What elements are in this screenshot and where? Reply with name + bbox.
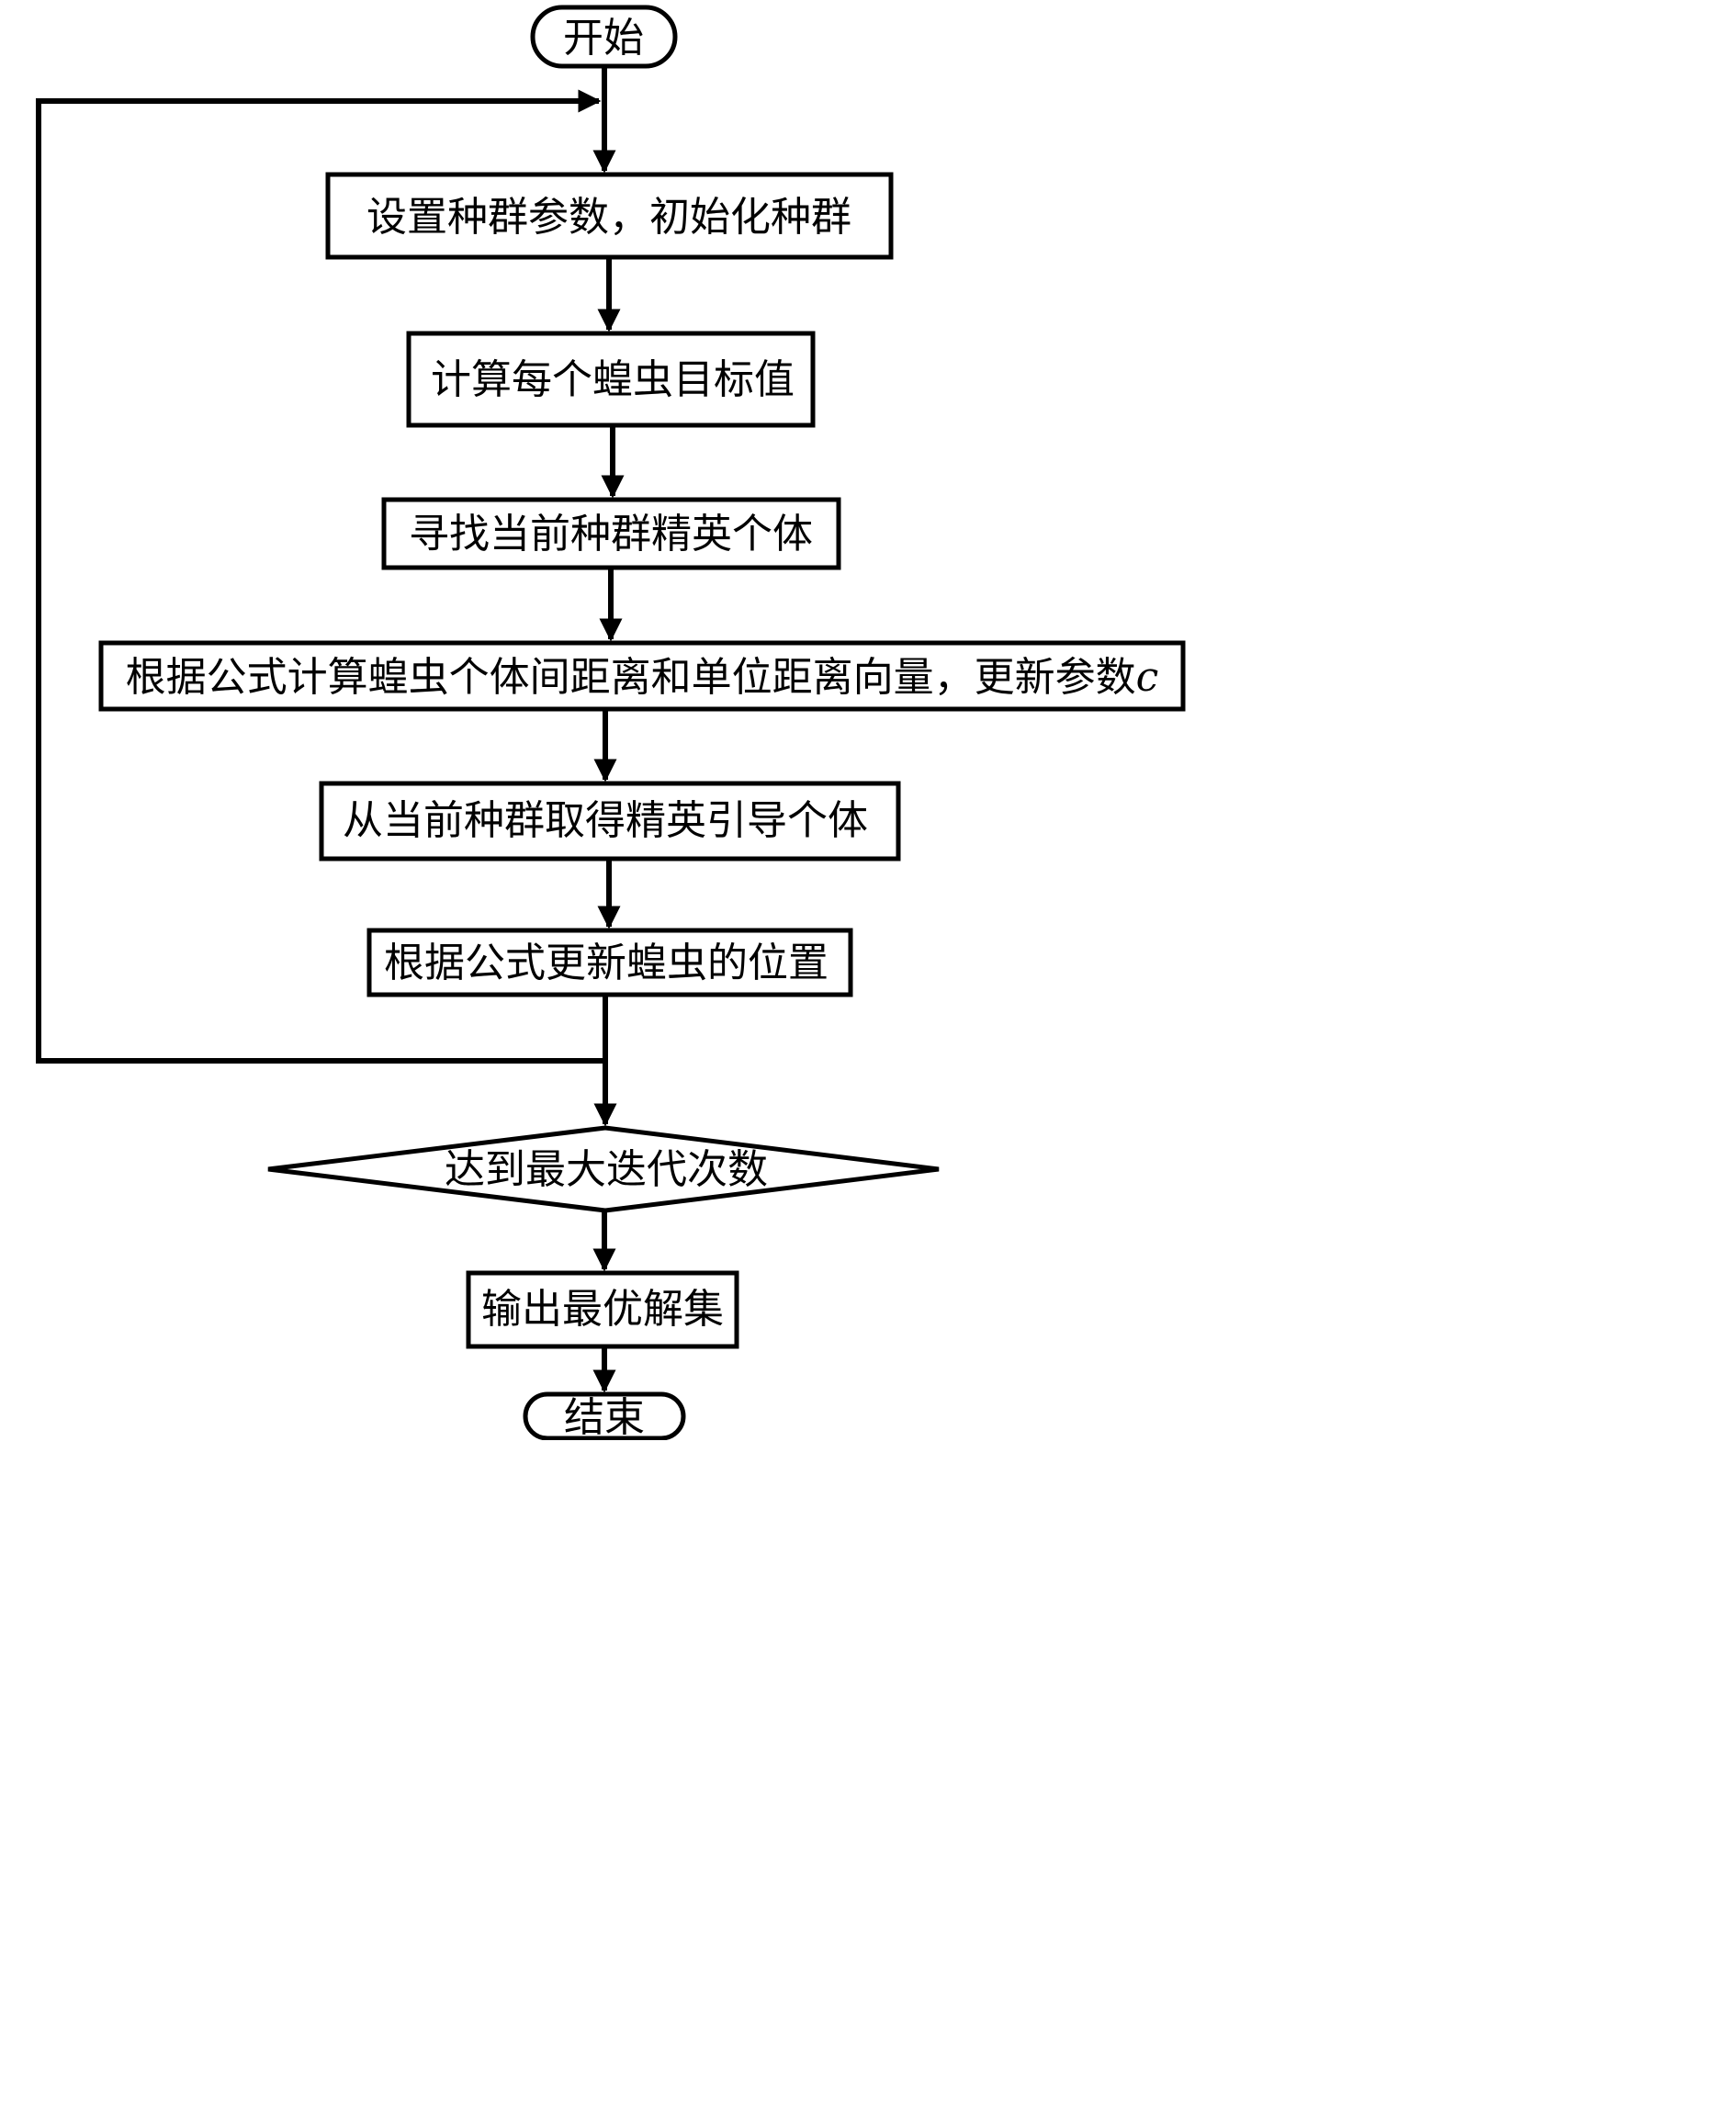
find-elite-node: 寻找当前种群精英个体 [381, 497, 841, 570]
parameter-c-symbol: c [1136, 654, 1159, 701]
decision-node: 达到最大迭代次数 [267, 1125, 940, 1213]
compute-distance-node: 根据公式计算蝗虫个体间距离和单位距离向量，更新参数c [98, 640, 1186, 712]
select-leader-node: 从当前种群取得精英引导个体 [319, 781, 901, 862]
evaluate-node: 计算每个蝗虫目标值 [406, 331, 816, 428]
loop-back-connector [36, 89, 605, 1064]
end-label: 结束 [564, 1394, 645, 1440]
end-node: 结束 [523, 1391, 686, 1440]
output-node: 输出最优解集 [466, 1270, 739, 1349]
compute-distance-text: 根据公式计算蝗虫个体间距离和单位距离向量，更新参数 [126, 654, 1136, 701]
start-node: 开始 [530, 5, 678, 69]
flowchart: 开始 设置种群参数，初始化种群 计算每个蝗虫目标值 寻找当前种群精英个体 根据公… [36, 5, 1186, 1440]
select-leader-label: 从当前种群取得精英引导个体 [343, 797, 868, 844]
init-node: 设置种群参数，初始化种群 [325, 172, 894, 260]
update-position-label: 根据公式更新蝗虫的位置 [384, 940, 829, 986]
decision-label: 达到最大迭代次数 [445, 1146, 768, 1193]
start-label: 开始 [563, 15, 644, 62]
find-elite-label: 寻找当前种群精英个体 [409, 511, 813, 557]
compute-distance-label: 根据公式计算蝗虫个体间距离和单位距离向量，更新参数c [126, 654, 1159, 701]
evaluate-label: 计算每个蝗虫目标值 [431, 356, 795, 403]
output-label: 输出最优解集 [481, 1286, 724, 1333]
init-label: 设置种群参数，初始化种群 [366, 194, 851, 241]
update-position-node: 根据公式更新蝗虫的位置 [366, 928, 853, 997]
